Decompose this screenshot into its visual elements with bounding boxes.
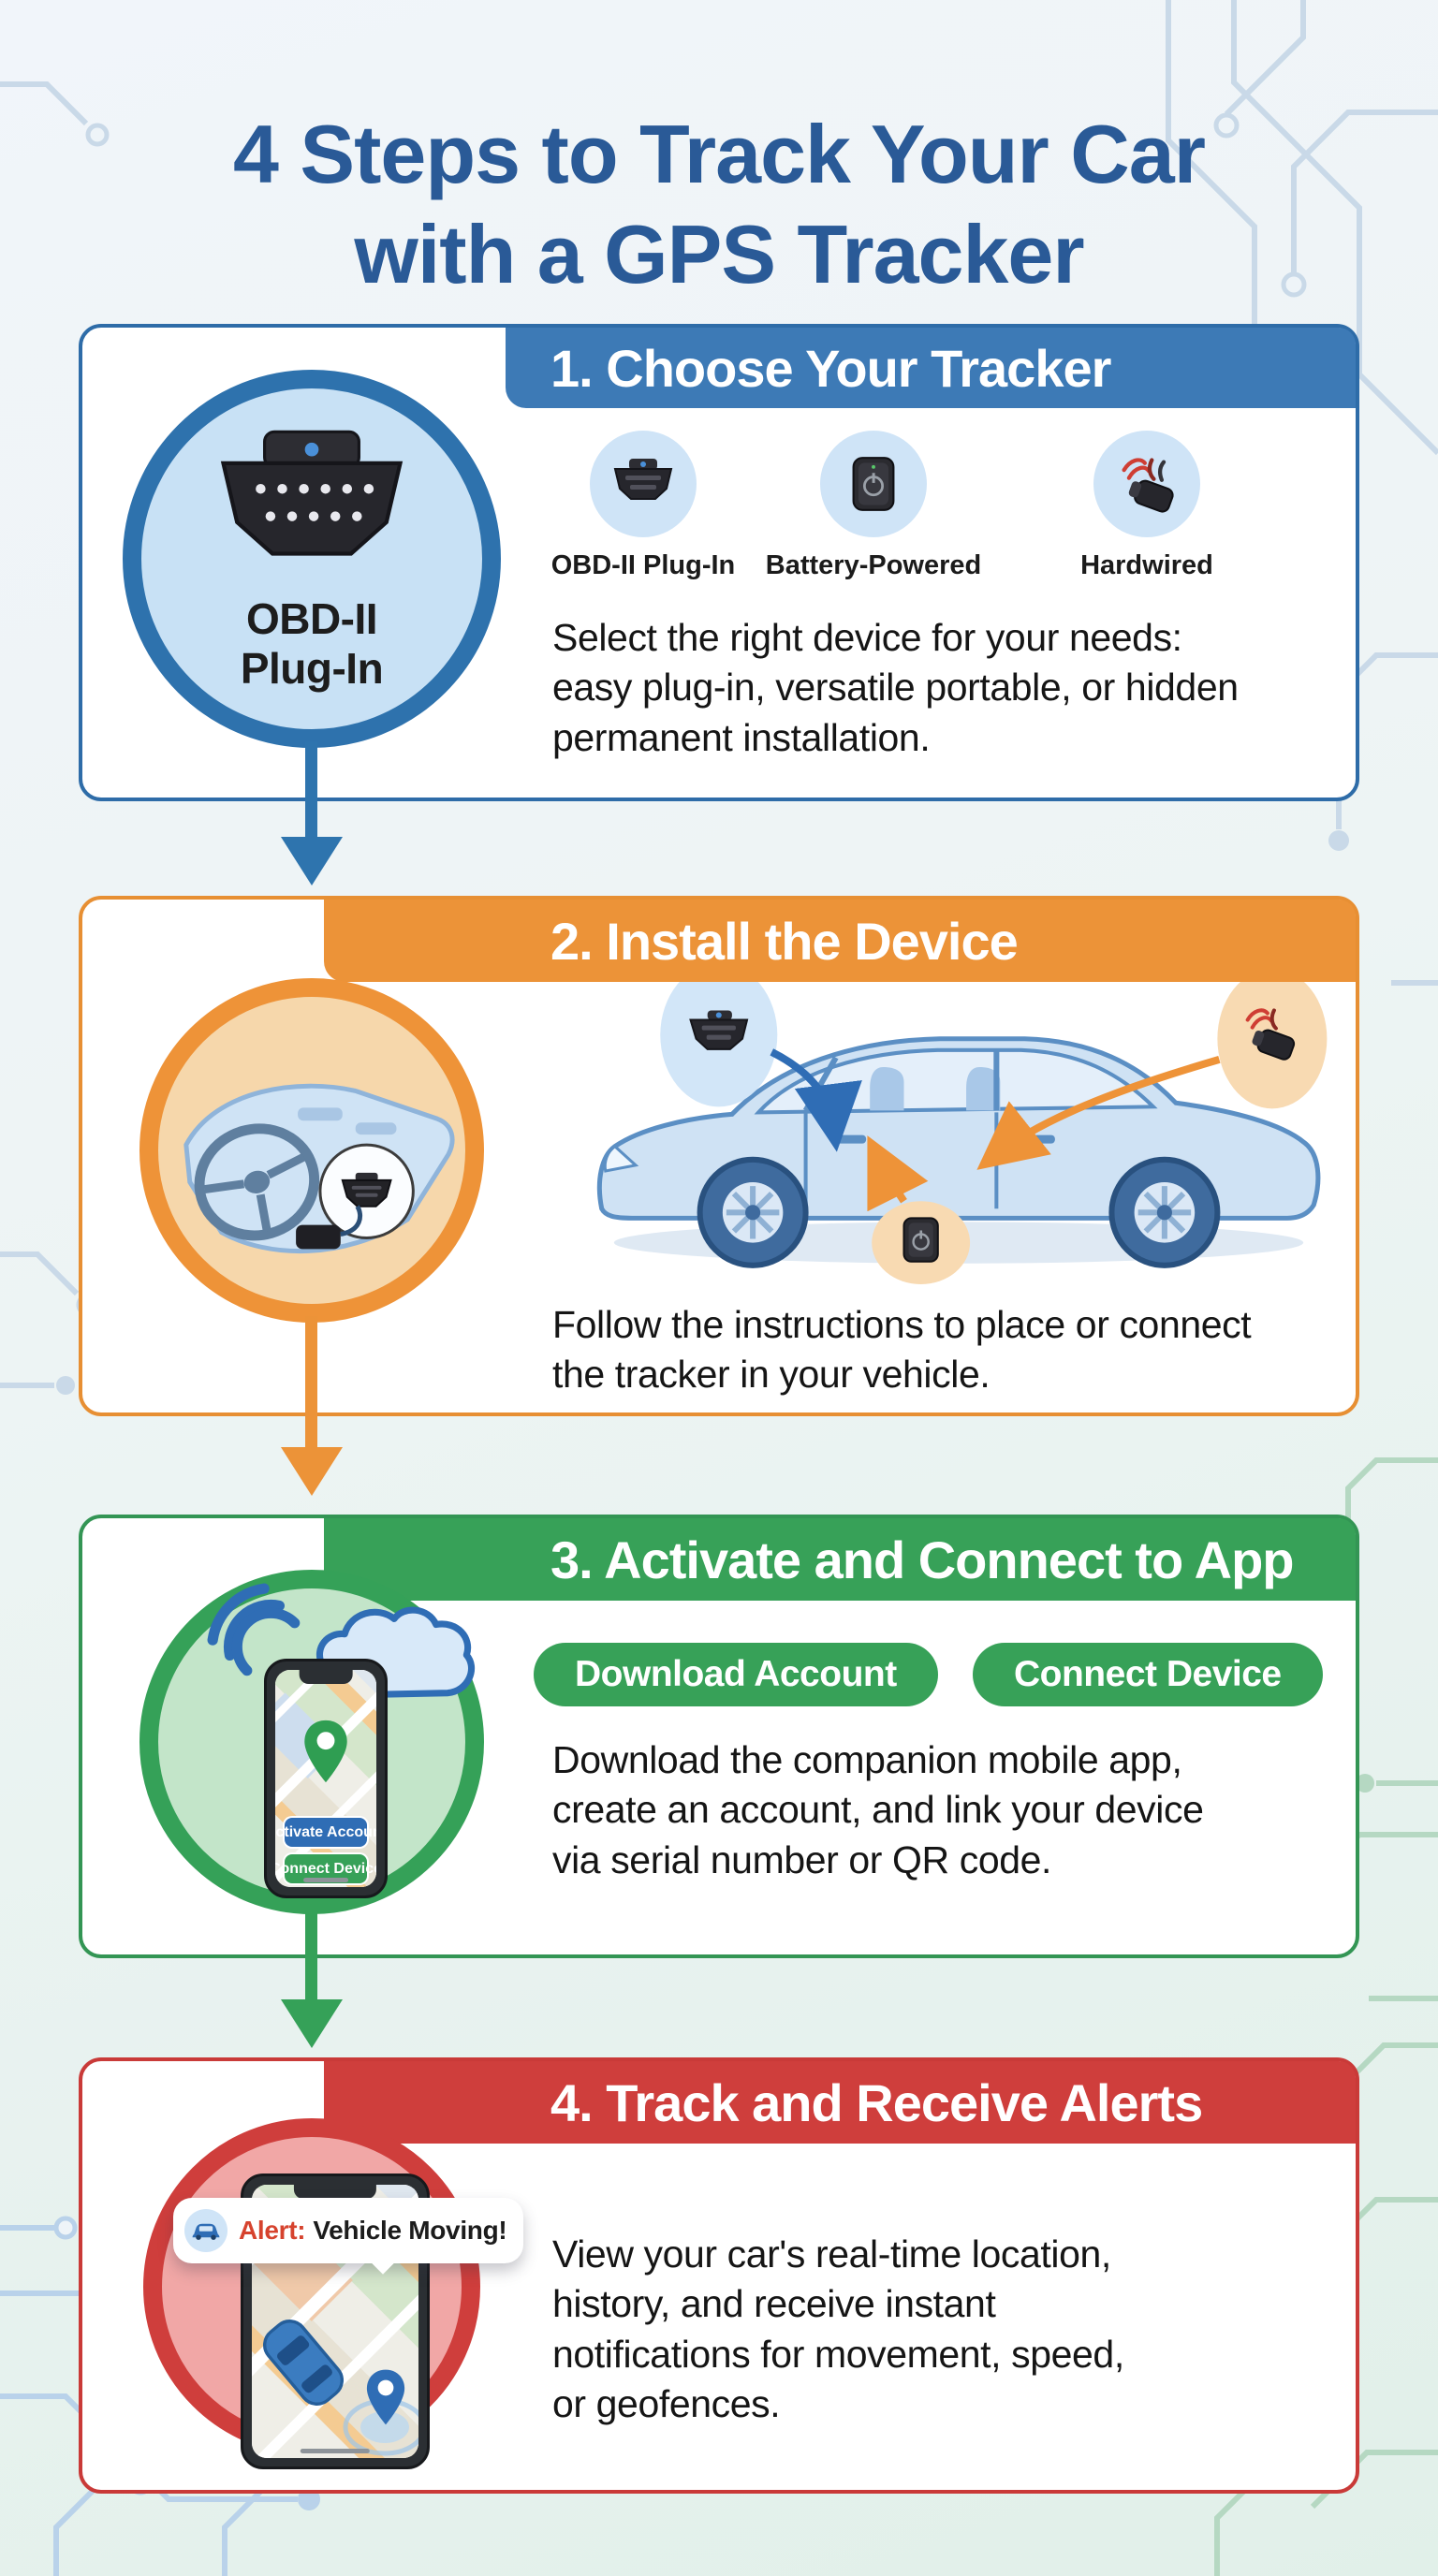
connector-step3-step4 [305, 1908, 317, 2001]
step-2-header: 2. Install the Device [324, 900, 1356, 982]
arrow-battery [867, 1135, 929, 1212]
arrow-obd [770, 1048, 862, 1152]
step-4-heading: 4. Track and Receive Alerts [550, 2072, 1203, 2132]
step-3-header: 3. Activate and Connect to App [324, 1518, 1356, 1601]
step-3-badge: Activate Account Connect Device [139, 1570, 484, 1914]
map-pin-icon [304, 1720, 347, 1783]
step-1-header: 1. Choose Your Tracker [506, 328, 1356, 408]
obd-plug-icon [590, 431, 697, 537]
step-4-badge [143, 2118, 480, 2469]
step-1-card: 1. Choose Your Tracker OBD-II Plug-In [79, 324, 1359, 801]
arrow-down-icon [281, 837, 343, 886]
tracker-option-label: Battery-Powered [765, 550, 982, 580]
phone-notch [299, 1670, 353, 1684]
arrow-down-icon [281, 1999, 343, 2048]
step-1-heading: 1. Choose Your Tracker [550, 338, 1111, 398]
alert-prefix: Alert: [239, 2216, 306, 2245]
connector-step1-step2 [305, 741, 317, 839]
smartphone-map-icon: Activate Account Connect Device [264, 1659, 388, 1898]
tracker-option-label: Hardwired [1080, 550, 1213, 580]
battery-tracker-icon [820, 431, 927, 537]
car-install-scene [596, 963, 1328, 1284]
tracker-option-obd: OBD-II Plug-In [526, 431, 760, 581]
car-top-icon [262, 2320, 345, 2406]
step-3-card: 3. Activate and Connect to App [79, 1515, 1359, 1958]
connector-step2-step3 [305, 1316, 317, 1449]
dashboard-install-icon [183, 1083, 455, 1254]
arrow-hardwired [976, 1056, 1221, 1170]
phone-connect-device-button[interactable]: Connect Device [275, 1854, 376, 1883]
step-2-card: 2. Install the Device [79, 896, 1359, 1416]
step-2-heading: 2. Install the Device [550, 911, 1019, 971]
download-account-button[interactable]: Download Account [534, 1643, 938, 1706]
step-4-description: View your car's real-time location, hist… [552, 2232, 1124, 2425]
alert-message: Vehicle Moving! [313, 2216, 507, 2245]
hardwired-tracker-icon [1093, 431, 1200, 537]
phone-activate-account-button[interactable]: Activate Account [275, 1818, 376, 1847]
alert-banner: Alert:Vehicle Moving! [173, 2198, 524, 2263]
tracker-option-label: OBD-II Plug-In [550, 550, 736, 580]
step-2-description: Follow the instructions to place or conn… [552, 1303, 1252, 1397]
phone-screen: Activate Account Connect Device [275, 1670, 376, 1887]
step-4-card: 4. Track and Receive Alerts [79, 2057, 1359, 2494]
alert-text: Alert:Vehicle Moving! [239, 2216, 507, 2246]
step-4-header: 4. Track and Receive Alerts [324, 2061, 1356, 2144]
tracker-option-hardwired: Hardwired [1030, 431, 1264, 581]
rear-wheel [1108, 1156, 1221, 1268]
step-2-badge [139, 978, 484, 1323]
car-alert-icon [184, 2209, 227, 2252]
phone-home-indicator [300, 2449, 371, 2453]
map-pin-icon [366, 2369, 405, 2425]
page-title: 4 Steps to Track Your Car with a GPS Tra… [233, 107, 1206, 301]
step-3-description: Download the companion mobile app, creat… [552, 1738, 1204, 1881]
wifi-icon [207, 1583, 301, 1676]
tracker-option-battery: Battery-Powered [756, 431, 990, 581]
step-1-badge: OBD-II Plug-In [123, 370, 501, 748]
step-1-badge-label: OBD-II Plug-In [240, 594, 384, 693]
phone-home-indicator [303, 1878, 348, 1882]
connect-device-button[interactable]: Connect Device [973, 1643, 1323, 1706]
step-3-heading: 3. Activate and Connect to App [550, 1530, 1294, 1589]
obd-plug-icon [220, 430, 404, 556]
arrow-down-icon [281, 1447, 343, 1496]
step-1-description: Select the right device for your needs: … [552, 616, 1239, 759]
front-wheel [697, 1156, 809, 1268]
phone-notch [293, 2185, 377, 2199]
